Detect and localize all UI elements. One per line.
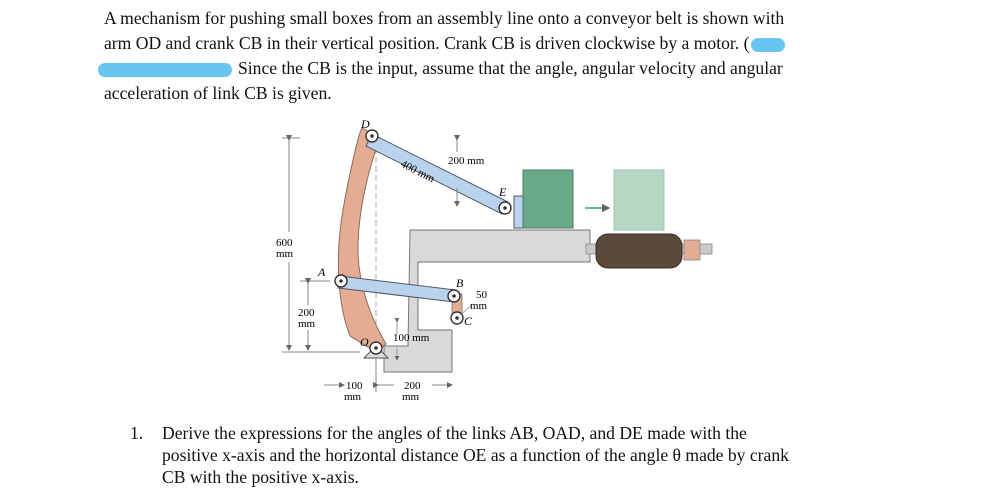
box-light xyxy=(613,169,665,231)
dimension-600 xyxy=(282,135,300,353)
pin-e xyxy=(498,201,512,215)
pin-d xyxy=(365,129,379,143)
statement-line-3-text: Since the CB is the input, assume that t… xyxy=(238,58,783,78)
box-green xyxy=(522,169,574,229)
redaction-mark xyxy=(98,62,232,77)
question-line-1: Derive the expressions for the angles of… xyxy=(162,423,747,443)
dim-600-value: 600 xyxy=(276,237,293,249)
question-line-2: positive x-axis and the horizontal dista… xyxy=(162,445,789,465)
dimension-bottom xyxy=(324,360,453,392)
conveyor-roller xyxy=(595,233,683,269)
dim-600-unit: mm xyxy=(276,248,294,260)
statement-line-2: arm OD and crank CB in their vertical po… xyxy=(104,31,894,56)
dim-100-bottom-value: 100 xyxy=(346,380,363,392)
dim-100-mid: 100 mm xyxy=(393,332,430,344)
dim-50-value: 50 xyxy=(476,289,488,301)
dim-200-top: 200 mm xyxy=(448,155,485,167)
statement-line-3: Since the CB is the input, assume that t… xyxy=(98,56,894,81)
statement-line-1: A mechanism for pushing small boxes from… xyxy=(104,8,785,28)
arm-oad xyxy=(337,127,387,353)
pin-o xyxy=(362,341,390,359)
pin-b xyxy=(447,289,461,303)
label-d: D xyxy=(360,117,370,131)
roller-end xyxy=(683,239,701,261)
dim-200-bottom-value: 200 xyxy=(404,380,421,392)
label-c: C xyxy=(464,314,473,328)
label-o: O xyxy=(360,335,369,349)
statement-line-2-text: arm OD and crank CB in their vertical po… xyxy=(104,33,750,53)
question-line-3: CB with the positive x-axis. xyxy=(162,467,359,487)
label-e: E xyxy=(498,185,507,199)
label-a: A xyxy=(317,265,326,279)
redaction-mark xyxy=(751,37,786,52)
question-body: Derive the expressions for the angles of… xyxy=(162,422,902,488)
dim-100-bottom-unit: mm xyxy=(344,391,362,403)
link-de xyxy=(365,133,509,215)
statement-line-4: acceleration of link CB is given. xyxy=(104,83,332,103)
dimension-200-left xyxy=(300,278,360,353)
dim-200-left-unit: mm xyxy=(298,318,316,330)
dim-50-line xyxy=(459,304,473,316)
question-number: 1. xyxy=(130,423,144,443)
dim-50-unit: mm xyxy=(470,300,488,312)
pin-a xyxy=(334,274,348,288)
dim-200-left-value: 200 xyxy=(298,307,315,319)
label-b: B xyxy=(456,276,464,290)
dim-200-bottom-unit: mm xyxy=(402,391,420,403)
problem-statement: A mechanism for pushing small boxes from… xyxy=(98,6,894,106)
